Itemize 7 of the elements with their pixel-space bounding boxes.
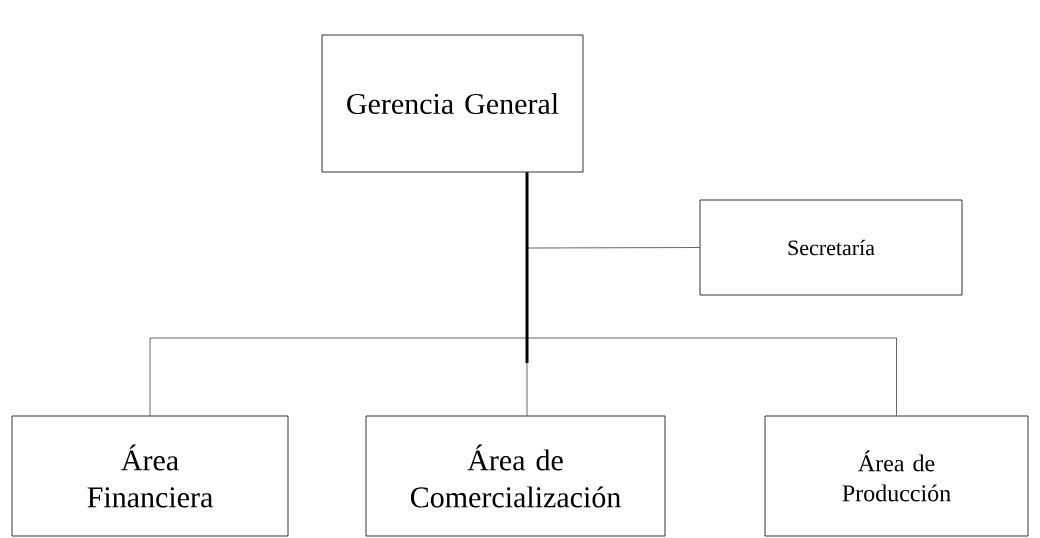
trunk-line <box>525 172 529 363</box>
org-chart-box: Área de Producción <box>764 415 1029 537</box>
org-chart-box: Área de Comercialización <box>365 415 666 537</box>
org-chart-box: Secretaría <box>699 199 963 296</box>
connector-line <box>526 172 897 416</box>
org-chart-box: Gerencia General <box>321 34 584 173</box>
org-chart-box: Área Financiera <box>11 415 289 537</box>
